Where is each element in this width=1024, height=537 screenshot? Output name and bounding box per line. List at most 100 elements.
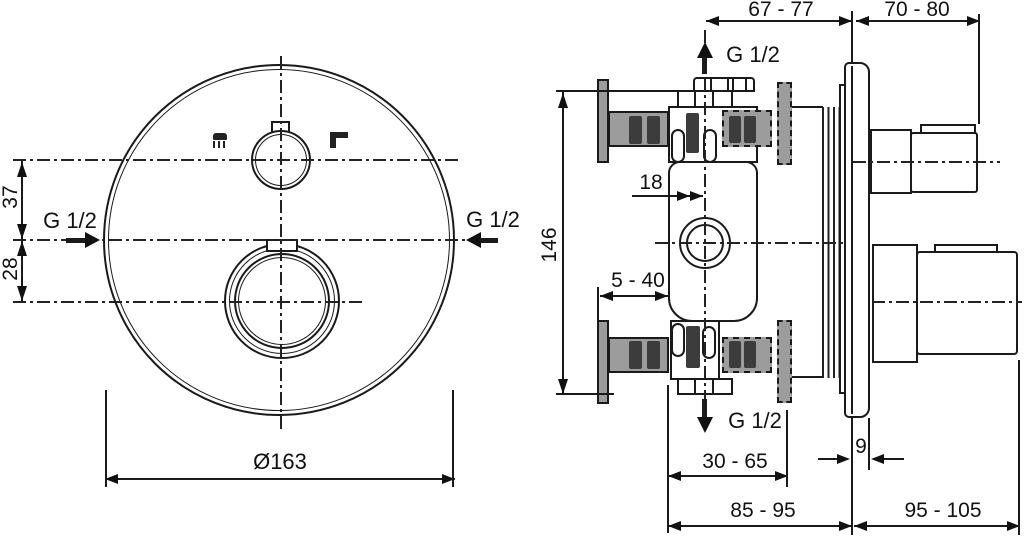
dim-arrow bbox=[442, 474, 455, 484]
body-slot-dark-top bbox=[686, 113, 699, 153]
dim-arrow bbox=[558, 379, 568, 394]
dim-67-77-label: 67 - 77 bbox=[748, 0, 814, 21]
outlet-top-arrow-stem bbox=[702, 57, 707, 74]
centerline-inlets bbox=[13, 239, 465, 241]
ext-line bbox=[667, 385, 669, 533]
ext-line bbox=[786, 410, 788, 487]
bracket-slot bbox=[729, 341, 741, 368]
bracket-slot bbox=[629, 341, 642, 369]
dim-arrow bbox=[655, 291, 668, 301]
ext-line bbox=[1018, 360, 1020, 535]
bracket-slot bbox=[647, 116, 660, 144]
outlet-bottom-arrow bbox=[697, 417, 713, 433]
inlet-left-arrow bbox=[85, 232, 100, 248]
outlet-top-label: G 1/2 bbox=[726, 42, 780, 67]
dim-arrow bbox=[706, 16, 719, 26]
flange-facet bbox=[712, 91, 714, 106]
centerline-temperature-handle bbox=[872, 301, 1022, 303]
dim-line bbox=[668, 525, 852, 527]
dim-tail bbox=[818, 458, 838, 460]
cap-rib bbox=[745, 78, 747, 90]
inlet-right-label: G 1/2 bbox=[466, 207, 520, 232]
dim-arrow bbox=[967, 16, 980, 26]
dim-arrow bbox=[17, 162, 27, 177]
inlet-left-label: G 1/2 bbox=[43, 208, 97, 233]
ext-line bbox=[556, 90, 677, 92]
flange-facet bbox=[694, 91, 696, 106]
dim-arrow bbox=[871, 454, 884, 464]
hex-facet bbox=[712, 379, 714, 393]
diameter-dim-line bbox=[105, 478, 455, 480]
dim-arrow bbox=[17, 224, 27, 239]
inlet-right-arrow bbox=[466, 232, 481, 248]
dim-arrow bbox=[17, 286, 27, 301]
dim-arrow bbox=[839, 16, 852, 26]
dim-arrow bbox=[677, 191, 690, 201]
cap-rib bbox=[732, 78, 734, 90]
outlet-bottom-arrow-stem bbox=[702, 399, 707, 418]
dim-146-label: 146 bbox=[537, 227, 561, 263]
bracket-slot bbox=[629, 116, 642, 144]
cap-rib bbox=[727, 78, 729, 90]
dim-arrow bbox=[600, 291, 613, 301]
temperature-handle bbox=[916, 251, 1018, 355]
ext-line bbox=[452, 390, 454, 487]
cap-rib bbox=[710, 78, 712, 90]
ext-line bbox=[978, 14, 980, 124]
dim-85-95-label: 85 - 95 bbox=[730, 499, 796, 522]
centerline-bottom-knob bbox=[13, 301, 365, 303]
dim-95-105-label: 95 - 105 bbox=[904, 499, 982, 522]
centerline-top-knob bbox=[13, 159, 460, 161]
dim-arrow bbox=[558, 93, 568, 108]
dim-arrow bbox=[690, 191, 703, 201]
outlet-bottom-label: G 1/2 bbox=[728, 408, 782, 433]
dim-9-label: 9 bbox=[855, 434, 867, 458]
escutcheon-plate-line bbox=[851, 66, 853, 414]
body-slot-white-top bbox=[671, 129, 685, 163]
dim-line bbox=[632, 195, 703, 197]
inlet-left-arrow-stem bbox=[66, 238, 87, 243]
ext-line bbox=[556, 393, 614, 395]
dim-arrow bbox=[856, 16, 869, 26]
temperature-handle-neck bbox=[872, 244, 918, 363]
bath-spout-icon bbox=[330, 132, 348, 148]
body-slot-white-bottom bbox=[671, 323, 685, 357]
bracket-slot bbox=[744, 116, 756, 143]
pipe-line-top bbox=[792, 106, 823, 108]
ext-line bbox=[868, 418, 870, 470]
centerline-outlet bbox=[655, 242, 845, 244]
bracket-plate-bottom-right bbox=[777, 320, 792, 403]
pipe-line-bottom bbox=[792, 376, 823, 378]
dim-37-label: 37 bbox=[0, 185, 22, 209]
dim-line bbox=[854, 525, 1020, 527]
dim-arrow bbox=[1007, 521, 1020, 531]
hex-facet bbox=[694, 379, 696, 393]
dim-arrow bbox=[839, 521, 852, 531]
valve-top-cap bbox=[693, 77, 755, 92]
ext-line bbox=[851, 418, 853, 535]
bracket-slot bbox=[729, 116, 741, 143]
centerline-diverter-handle bbox=[853, 161, 1000, 163]
bracket-slot bbox=[744, 341, 756, 368]
escutcheon-plate bbox=[844, 62, 870, 418]
dim-5-40-label: 5 - 40 bbox=[611, 268, 665, 292]
dim-tail bbox=[884, 458, 904, 460]
body-slot-dark-bottom bbox=[686, 326, 700, 368]
inlet-right-arrow-stem bbox=[480, 238, 498, 243]
dim-arrow bbox=[775, 471, 788, 481]
diameter-label: Ø163 bbox=[253, 449, 307, 474]
dim-line-146 bbox=[562, 92, 564, 395]
dim-line bbox=[600, 295, 668, 297]
dim-arrow bbox=[17, 241, 27, 256]
ext-line bbox=[851, 11, 853, 62]
dim-28-label: 28 bbox=[0, 257, 22, 281]
outlet-top-arrow bbox=[697, 42, 713, 58]
dim-70-80-label: 70 - 80 bbox=[884, 0, 950, 21]
ext-line bbox=[597, 287, 599, 320]
dim-30-65-label: 30 - 65 bbox=[702, 449, 768, 473]
dim-line bbox=[856, 20, 980, 22]
dim-arrow bbox=[105, 474, 118, 484]
dim-18-label: 18 bbox=[639, 170, 663, 194]
dim-arrow bbox=[668, 521, 681, 531]
